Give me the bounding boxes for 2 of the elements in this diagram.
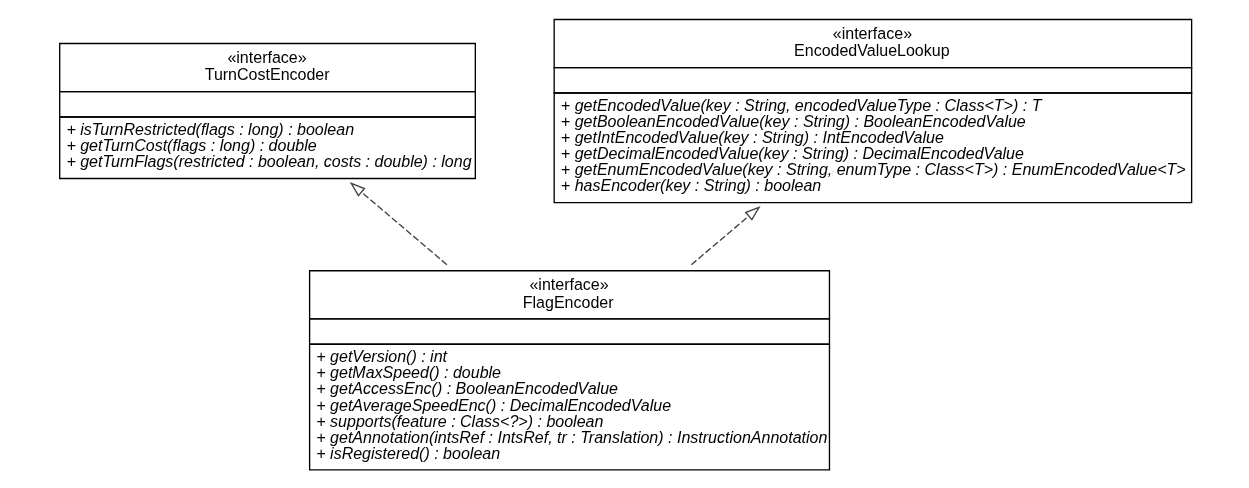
arrow [349,182,448,266]
arrow [690,206,761,266]
